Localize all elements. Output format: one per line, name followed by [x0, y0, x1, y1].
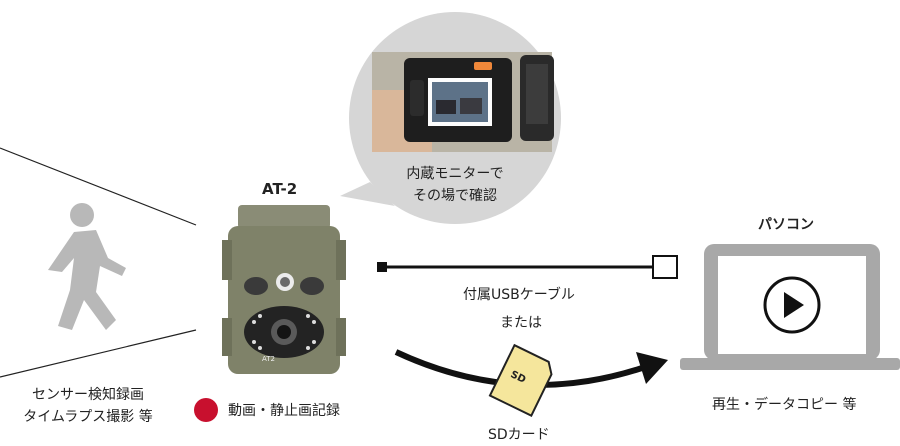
record-dot-icon [194, 398, 218, 422]
pc-caption: 再生・データコピー 等 [712, 397, 857, 413]
detection-line-top [0, 147, 197, 226]
sensor-caption-line2: タイムラプス撮影 等 [23, 409, 153, 426]
play-icon [763, 276, 821, 334]
sd-card-label: SDカード [488, 427, 550, 443]
bubble-caption-line1: 内蔵モニターで [406, 166, 504, 182]
usb-cable [377, 255, 678, 279]
sd-card-icon [488, 343, 553, 418]
camera-badge: AT2 [262, 355, 275, 363]
walking-person-icon [48, 203, 126, 330]
camera-model-label: AT-2 [262, 180, 298, 198]
bubble-caption: 内蔵モニターで その場で確認 [400, 163, 510, 208]
usb-cable-label: 付属USBケーブル [463, 287, 575, 303]
sensor-caption-line1: センサー検知録画 [32, 387, 144, 403]
or-label: または [500, 315, 542, 331]
record-label: 動画・静止画記録 [228, 403, 340, 419]
detection-line-bottom [0, 329, 197, 378]
sensor-caption: センサー検知録画 タイムラプス撮影 等 [8, 384, 168, 429]
monitor-photo [372, 52, 554, 152]
trail-camera-image [222, 205, 346, 374]
bubble-caption-line2: その場で確認 [413, 188, 497, 205]
pc-title: パソコン [758, 217, 814, 233]
